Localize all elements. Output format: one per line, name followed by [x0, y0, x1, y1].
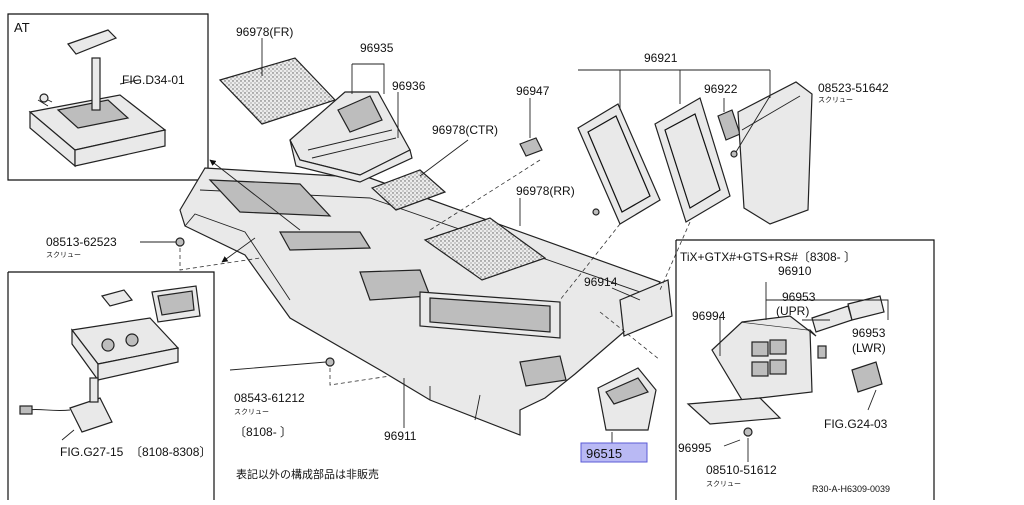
label-08543-sub: スクリュー [234, 408, 269, 416]
grade-part-96953-upr: 96953 [782, 290, 816, 304]
label-08523-sub: スクリュー [818, 96, 853, 104]
grade-part-fig-g24-03: FIG.G24-03 [824, 417, 888, 431]
label-96914: 96914 [584, 275, 618, 289]
label-96947: 96947 [516, 84, 550, 98]
drawing-code: R30-A-H6309-0039 [812, 484, 890, 494]
inset-at: AT FIG.D34-01 [7, 13, 209, 181]
highlight-96515[interactable]: 96515 [580, 442, 648, 463]
screw-08543 [325, 357, 335, 367]
at-shifter-illustration [28, 29, 167, 168]
grade-console-illustration [686, 295, 885, 437]
armrest-bracket [654, 97, 731, 223]
label-96935: 96935 [360, 41, 394, 55]
screw-96921 [592, 208, 600, 216]
armrest-cover [737, 81, 813, 225]
grade-part-96995: 96995 [678, 441, 712, 455]
label-96978ctr: 96978(CTR) [432, 123, 498, 137]
grade-part-96953-lwr: 96953 [852, 326, 886, 340]
inset-at-title: AT [14, 20, 30, 35]
grade-part-96994: 96994 [692, 309, 726, 323]
label-96911: 96911 [384, 429, 417, 443]
footer-note: 表記以外の構成部品は非販売 [236, 467, 379, 481]
screw-08513 [175, 237, 185, 247]
grade-part-lwr: (LWR) [852, 341, 886, 355]
inset-mt: FIG.G27-15 〔8108-8308〕 [7, 271, 215, 500]
mt-shifter-illustration [19, 285, 201, 433]
label-96978rr: 96978(RR) [516, 184, 575, 198]
clip-96947 [519, 137, 543, 157]
label-08523: 08523-51642 [818, 81, 889, 95]
label-96936: 96936 [392, 79, 426, 93]
inset-mt-range: 〔8108-8308〕 [130, 445, 211, 459]
inset-mt-ref: FIG.G27-15 [60, 445, 124, 459]
label-08513: 08513-62523 [46, 235, 117, 249]
console-assembly [175, 57, 813, 436]
label-96978fr: 96978(FR) [236, 25, 293, 39]
inset-grade: TiX+GTX#+GTS+RS#〔8308- 〕 96910 96994 969… [675, 239, 935, 500]
inset-at-ref: FIG.D34-01 [122, 73, 185, 87]
screw-08523 [730, 150, 738, 158]
grade-part-96910: 96910 [778, 264, 812, 278]
grade-part-screw: スクリュー [706, 480, 741, 488]
leader-lines [140, 38, 771, 452]
lid-96978fr [218, 57, 337, 125]
grade-title: TiX+GTX#+GTS+RS#〔8308- 〕 [680, 250, 856, 264]
armrest-frame [577, 103, 661, 225]
lid-96978ctr [370, 169, 447, 211]
label-96921: 96921 [644, 51, 678, 65]
label-96515: 96515 [586, 446, 622, 461]
grade-part-upr: (UPR) [776, 304, 809, 318]
lid-96978rr [423, 217, 547, 281]
label-96922: 96922 [704, 82, 738, 96]
label-08543: 08543-61212 [234, 391, 305, 405]
grade-part-08510: 08510-51612 [706, 463, 777, 477]
label-08513-sub: スクリュー [46, 251, 81, 259]
part-labels: 96978(FR) 96935 96936 96947 96978(CTR) 9… [46, 25, 889, 443]
highlight-96515-box [580, 442, 648, 463]
label-08543-range: 〔8108- 〕 [234, 425, 292, 439]
pad-96914 [619, 279, 673, 337]
